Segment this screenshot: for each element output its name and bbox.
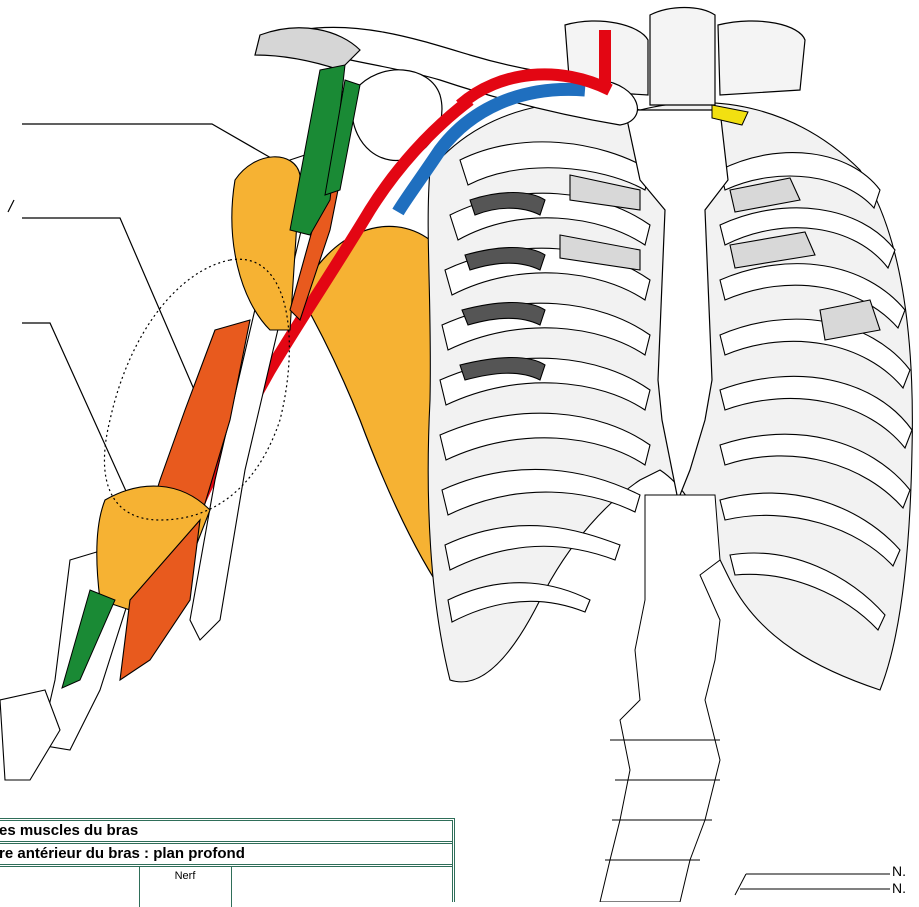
vertebra-side-right bbox=[718, 21, 805, 95]
table-header-row: Nerf bbox=[0, 867, 452, 907]
leader-line-2 bbox=[22, 218, 202, 408]
table-subtitle-row: re antérieur du bras : plan profond bbox=[0, 844, 452, 867]
table-title: es muscles du bras bbox=[0, 822, 138, 839]
table-col-nerf: Nerf bbox=[139, 870, 231, 882]
leader-tick bbox=[8, 200, 14, 212]
right-label-1: N. bbox=[892, 863, 906, 879]
leader-line-3 bbox=[22, 323, 130, 500]
table-subtitle: re antérieur du bras : plan profond bbox=[0, 845, 245, 862]
coracobrachialis bbox=[232, 157, 300, 330]
muscle-table: es muscles du bras re antérieur du bras … bbox=[0, 818, 455, 902]
table-title-row: es muscles du bras bbox=[0, 821, 452, 844]
spine bbox=[600, 495, 720, 902]
humerus-head bbox=[352, 70, 442, 161]
right-label-2: N. bbox=[892, 880, 906, 896]
vertebra-top bbox=[650, 8, 715, 106]
table-col-divider-2 bbox=[231, 867, 232, 907]
right-leaders bbox=[735, 874, 890, 895]
